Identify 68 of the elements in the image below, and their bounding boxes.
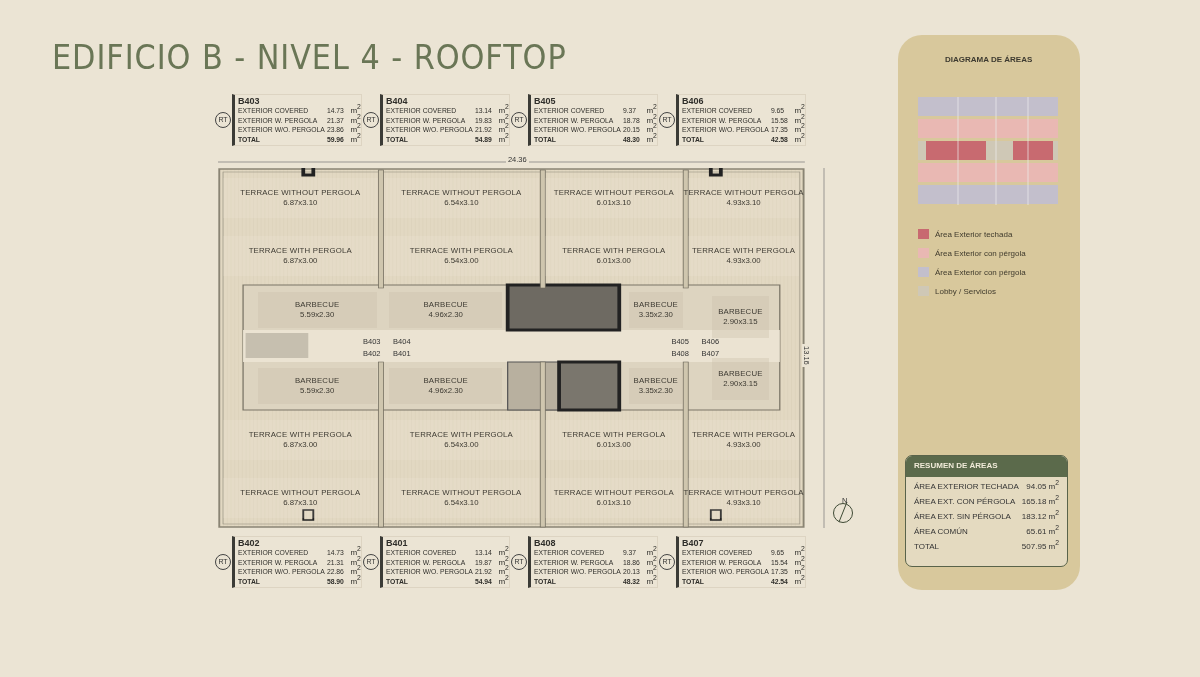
legend-text: Área Exterior con pérgola xyxy=(935,267,1026,277)
summary-value: 507.95 m$^{2}$ xyxy=(1021,542,1059,551)
summary-label: ÁREA COMÚN xyxy=(914,527,969,536)
terrace-area xyxy=(383,236,540,276)
unit: m$^{2}$ xyxy=(349,576,361,586)
terrace-area xyxy=(223,236,378,276)
summary-value: 65.61 m$^{2}$ xyxy=(1025,527,1059,536)
unit: m$^{2}$ xyxy=(645,576,657,586)
area-table xyxy=(232,536,362,588)
terrace-area xyxy=(223,478,378,518)
terrace-area xyxy=(383,478,540,518)
terrace-area xyxy=(383,178,540,218)
barbecue-area xyxy=(711,296,770,338)
terrace-area xyxy=(545,478,683,518)
unit-number: B408 xyxy=(534,538,557,548)
unit: m$^{2}$ xyxy=(349,134,361,144)
summary-label: ÁREA EXTERIOR TECHADA xyxy=(914,482,1020,491)
summary-value: 165.18 m$^{2}$ xyxy=(1021,497,1059,506)
barbecue-area xyxy=(711,358,770,400)
unit: m$^{2}$ xyxy=(793,134,805,144)
legend-text: Lobby / Servicios xyxy=(935,286,996,296)
unit: m$^{2}$ xyxy=(645,134,657,144)
terrace-area xyxy=(223,420,378,460)
terrace-area xyxy=(545,178,683,218)
unit: m$^{2}$ xyxy=(497,134,509,144)
terrace-area xyxy=(688,420,799,460)
summary-header: RESUMEN DE ÁREAS xyxy=(906,456,1067,477)
terrace-area xyxy=(223,178,378,218)
unit: m$^{2}$ xyxy=(793,576,805,586)
unit-number: B401 xyxy=(386,538,409,548)
unit: m$^{2}$ xyxy=(645,106,657,115)
unit-number: B402 xyxy=(238,538,261,548)
summary-label: ÁREA EXT. SIN PÉRGOLA xyxy=(914,512,1012,521)
summary-label: ÁREA EXT. CON PÉRGOLA xyxy=(914,497,1017,506)
barbecue-area xyxy=(257,368,377,404)
terrace-area xyxy=(688,236,799,276)
unit-number: B403 xyxy=(238,96,261,106)
diagram-heading: DIAGRAMA DE ÁREAS xyxy=(945,55,1033,64)
area-table xyxy=(528,94,658,146)
unit-number: B406 xyxy=(682,96,705,106)
unit-number: B407 xyxy=(682,538,705,548)
summary-value: 183.12 m$^{2}$ xyxy=(1021,512,1059,521)
terrace-area xyxy=(383,420,540,460)
area-table xyxy=(380,94,510,146)
summary-table xyxy=(905,455,1068,567)
terrace-area xyxy=(545,236,683,276)
area-table xyxy=(232,94,362,146)
terrace-area xyxy=(545,420,683,460)
summary-label: TOTAL xyxy=(914,542,941,551)
area-table xyxy=(380,536,510,588)
legend-text: Área Exterior con pérgola xyxy=(935,248,1026,258)
unit: m$^{2}$ xyxy=(497,548,509,557)
area-table xyxy=(676,94,806,146)
area-table xyxy=(676,536,806,588)
unit: m$^{2}$ xyxy=(497,576,509,586)
unit: m$^{2}$ xyxy=(349,106,361,115)
unit-number: B404 xyxy=(386,96,409,106)
unit: m$^{2}$ xyxy=(497,106,509,115)
barbecue-area xyxy=(628,368,683,404)
unit: m$^{2}$ xyxy=(645,548,657,557)
area-table xyxy=(528,536,658,588)
unit-number: B405 xyxy=(534,96,557,106)
legend-text: Área Exterior techada xyxy=(935,229,1013,239)
page-title: EDIFICIO B - NIVEL 4 - ROOFTOP xyxy=(52,38,567,77)
unit: m$^{2}$ xyxy=(793,548,805,557)
unit: m$^{2}$ xyxy=(793,106,805,115)
summary-value: 94.05 m$^{2}$ xyxy=(1025,482,1059,491)
unit: m$^{2}$ xyxy=(349,548,361,557)
